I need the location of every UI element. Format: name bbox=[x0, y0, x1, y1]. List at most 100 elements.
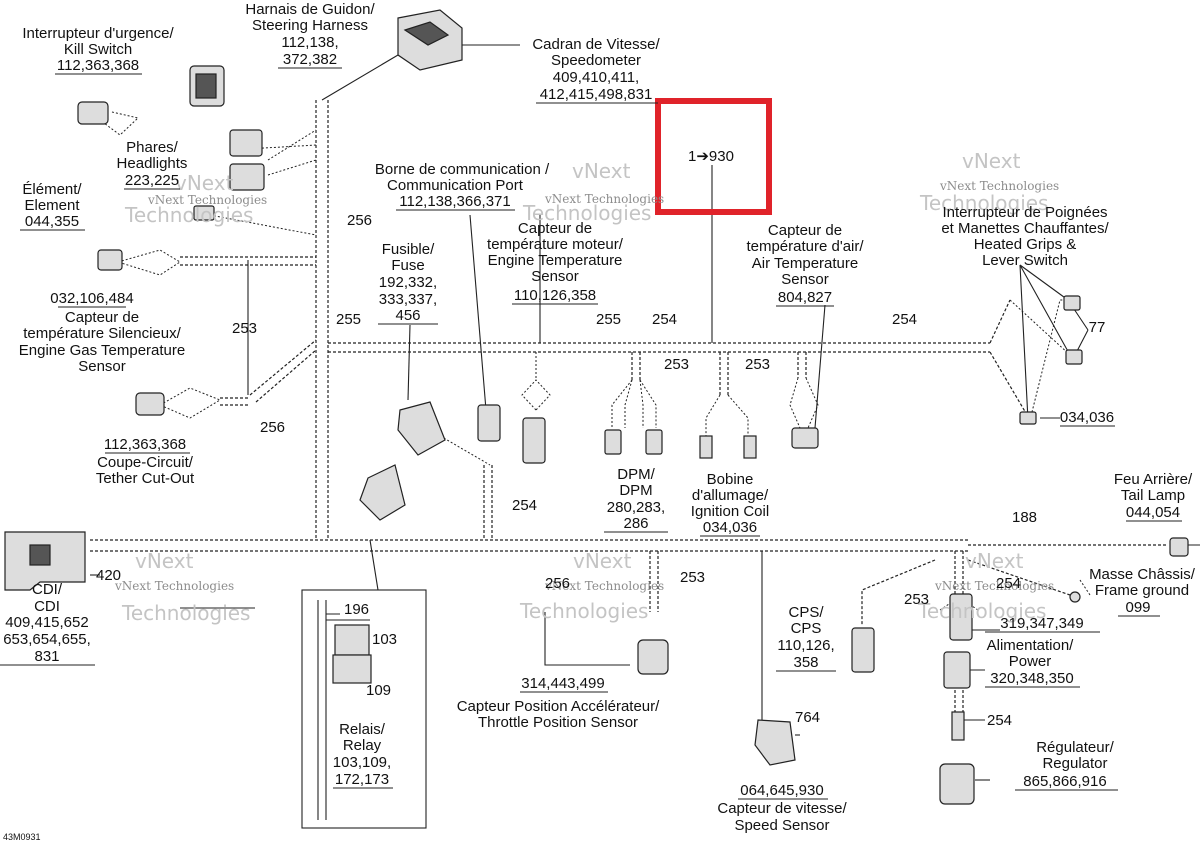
wire-label: 255 bbox=[336, 311, 361, 328]
heated-grips-title-2: et Manettes Chauffantes/ bbox=[941, 220, 1109, 237]
wire-label: 254 bbox=[996, 575, 1021, 592]
engine-gas-sensor-title-2: température Silencieux/ bbox=[23, 325, 181, 342]
engine-temp-title-4: Sensor bbox=[531, 268, 579, 285]
watermark-small: vNext Technologies bbox=[114, 579, 234, 593]
fuse-refs-3: 456 bbox=[395, 307, 420, 324]
relay-sub-a: 196 bbox=[344, 601, 369, 618]
ignition-coil-refs: 034,036 bbox=[703, 519, 757, 536]
wire-label: 253 bbox=[745, 356, 770, 373]
regulator-refs-a: 254 bbox=[987, 712, 1012, 729]
headlights-title-en: Headlights bbox=[117, 155, 188, 172]
comm-port-refs: 112,138,366,371 bbox=[399, 193, 511, 210]
watermark-line2: Technologies bbox=[124, 203, 253, 227]
fuse-refs-2: 333,337, bbox=[379, 291, 437, 308]
wire-label: 253 bbox=[680, 569, 705, 586]
watermark-small: vNext Technologies bbox=[544, 579, 664, 593]
engine-temp-title-1: Capteur de bbox=[518, 220, 592, 237]
cdi-refs-1: 409,415,652 bbox=[5, 614, 88, 631]
steering-harness-title-fr: Harnais de Guidon/ bbox=[245, 1, 375, 18]
cdi-refs-2: 653,654,655, bbox=[3, 631, 91, 648]
tether-title-fr: Coupe-Circuit/ bbox=[97, 454, 194, 471]
speed-sensor-refs: 064,645,930 bbox=[740, 782, 823, 799]
dpm-title-fr: DPM/ bbox=[617, 466, 655, 483]
ignition-coil-title-1: Bobine bbox=[707, 471, 754, 488]
speed-sensor-title-fr: Capteur de vitesse/ bbox=[717, 800, 847, 817]
watermark-line2: Technologies bbox=[519, 599, 648, 623]
speed-sensor-title-en: Speed Sensor bbox=[734, 817, 829, 834]
steering-harness-refs-2: 372,382 bbox=[283, 51, 337, 68]
watermark-small: vNext Technologies bbox=[147, 193, 267, 207]
cdi-title-fr: CDI/ bbox=[32, 581, 63, 598]
speed-sensor-conn-ref: 764 bbox=[795, 709, 820, 726]
tail-lamp-title-en: Tail Lamp bbox=[1121, 487, 1185, 504]
tail-lamp-refs: 044,054 bbox=[1126, 504, 1180, 521]
heated-grips-title-4: Lever Switch bbox=[982, 252, 1068, 269]
steering-harness-title-en: Steering Harness bbox=[252, 17, 368, 34]
regulator-title-en: Regulator bbox=[1042, 755, 1107, 772]
engine-temp-refs: 110,126,358 bbox=[514, 287, 596, 304]
engine-gas-sensor-title-3: Engine Gas Temperature bbox=[19, 342, 186, 359]
speedometer-refs-1: 409,410,411, bbox=[553, 69, 639, 86]
regulator-refs-b: 865,866,916 bbox=[1023, 773, 1106, 790]
relay-refs-2: 172,173 bbox=[335, 771, 389, 788]
engine-gas-sensor-refs: 032,106,484 bbox=[50, 290, 133, 307]
cps-title-fr: CPS/ bbox=[788, 604, 824, 621]
kill-switch-title-fr: Interrupteur d'urgence/ bbox=[22, 25, 174, 42]
engine-gas-sensor-title-4: Sensor bbox=[78, 358, 126, 375]
connectors bbox=[4, 9, 1189, 829]
element-refs: 044,355 bbox=[25, 213, 79, 230]
engine-temp-title-2: température moteur/ bbox=[487, 236, 624, 253]
relay-refs-1: 103,109, bbox=[333, 754, 391, 771]
regulator-title-fr: Régulateur/ bbox=[1036, 739, 1114, 756]
ignition-coil-title-3: Ignition Coil bbox=[691, 503, 769, 520]
heated-grips-title-1: Interrupteur de Poignées bbox=[942, 204, 1107, 221]
watermark-line1: vNext bbox=[572, 159, 631, 183]
air-temp-refs: 804,827 bbox=[778, 289, 832, 306]
wire-label: 256 bbox=[545, 575, 570, 592]
power-refs-b: 320,348,350 bbox=[990, 670, 1073, 687]
frame-ground-title-fr: Masse Châssis/ bbox=[1089, 566, 1196, 583]
comm-port-title-en: Communication Port bbox=[387, 177, 524, 194]
dpm-refs-1: 280,283, bbox=[607, 499, 665, 516]
tps-title-en: Throttle Position Sensor bbox=[478, 714, 638, 731]
relay-title-fr: Relais/ bbox=[339, 721, 386, 738]
watermark-line2: Technologies bbox=[919, 191, 1048, 215]
watermark-line1: vNext bbox=[965, 549, 1024, 573]
watermark-line1: vNext bbox=[573, 549, 632, 573]
power-refs-a: 319,347,349 bbox=[1000, 615, 1083, 632]
fuse-refs-1: 192,332, bbox=[379, 274, 437, 291]
relay-sub-b: 103 bbox=[372, 631, 397, 648]
air-temp-title-2: température d'air/ bbox=[746, 238, 864, 255]
wire-label: 254 bbox=[512, 497, 537, 514]
dpm-refs-2: 286 bbox=[623, 515, 648, 532]
highlight-label: 1➔930 bbox=[688, 148, 734, 165]
watermark-small: vNext Technologies bbox=[939, 179, 1059, 193]
fuse-title-en: Fuse bbox=[391, 257, 424, 274]
ignition-coil-title-2: d'allumage/ bbox=[692, 487, 769, 504]
tether-refs: 112,363,368 bbox=[104, 436, 186, 453]
watermark-line2: Technologies bbox=[917, 599, 1046, 623]
leader-lines bbox=[90, 44, 1200, 781]
heated-grips-refs-b: 034,036 bbox=[1060, 409, 1114, 426]
wire-label: 253 bbox=[664, 356, 689, 373]
cps-refs-1: 110,126, bbox=[777, 637, 834, 654]
wire-label: 188 bbox=[1012, 509, 1037, 526]
wire-label: 256 bbox=[260, 419, 285, 436]
cdi-refs-3: 831 bbox=[34, 648, 59, 665]
relay-sub-c: 109 bbox=[366, 682, 391, 699]
element-title-en: Element bbox=[24, 197, 80, 214]
wire-label: 253 bbox=[904, 591, 929, 608]
headlights-refs: 223,225 bbox=[125, 172, 179, 189]
tail-lamp-title-fr: Feu Arrière/ bbox=[1114, 471, 1193, 488]
watermark-line1: vNext bbox=[962, 149, 1021, 173]
dpm-title-en: DPM bbox=[619, 482, 652, 499]
kill-switch-refs: 112,363,368 bbox=[57, 57, 139, 74]
power-title-en: Power bbox=[1009, 653, 1052, 670]
engine-gas-sensor-title-1: Capteur de bbox=[65, 309, 139, 326]
speedometer-title-en: Speedometer bbox=[551, 52, 641, 69]
watermark-line1: vNext bbox=[135, 549, 194, 573]
wire-label: 256 bbox=[347, 212, 372, 229]
tps-refs: 314,443,499 bbox=[521, 675, 604, 692]
wire-label: 253 bbox=[232, 320, 257, 337]
